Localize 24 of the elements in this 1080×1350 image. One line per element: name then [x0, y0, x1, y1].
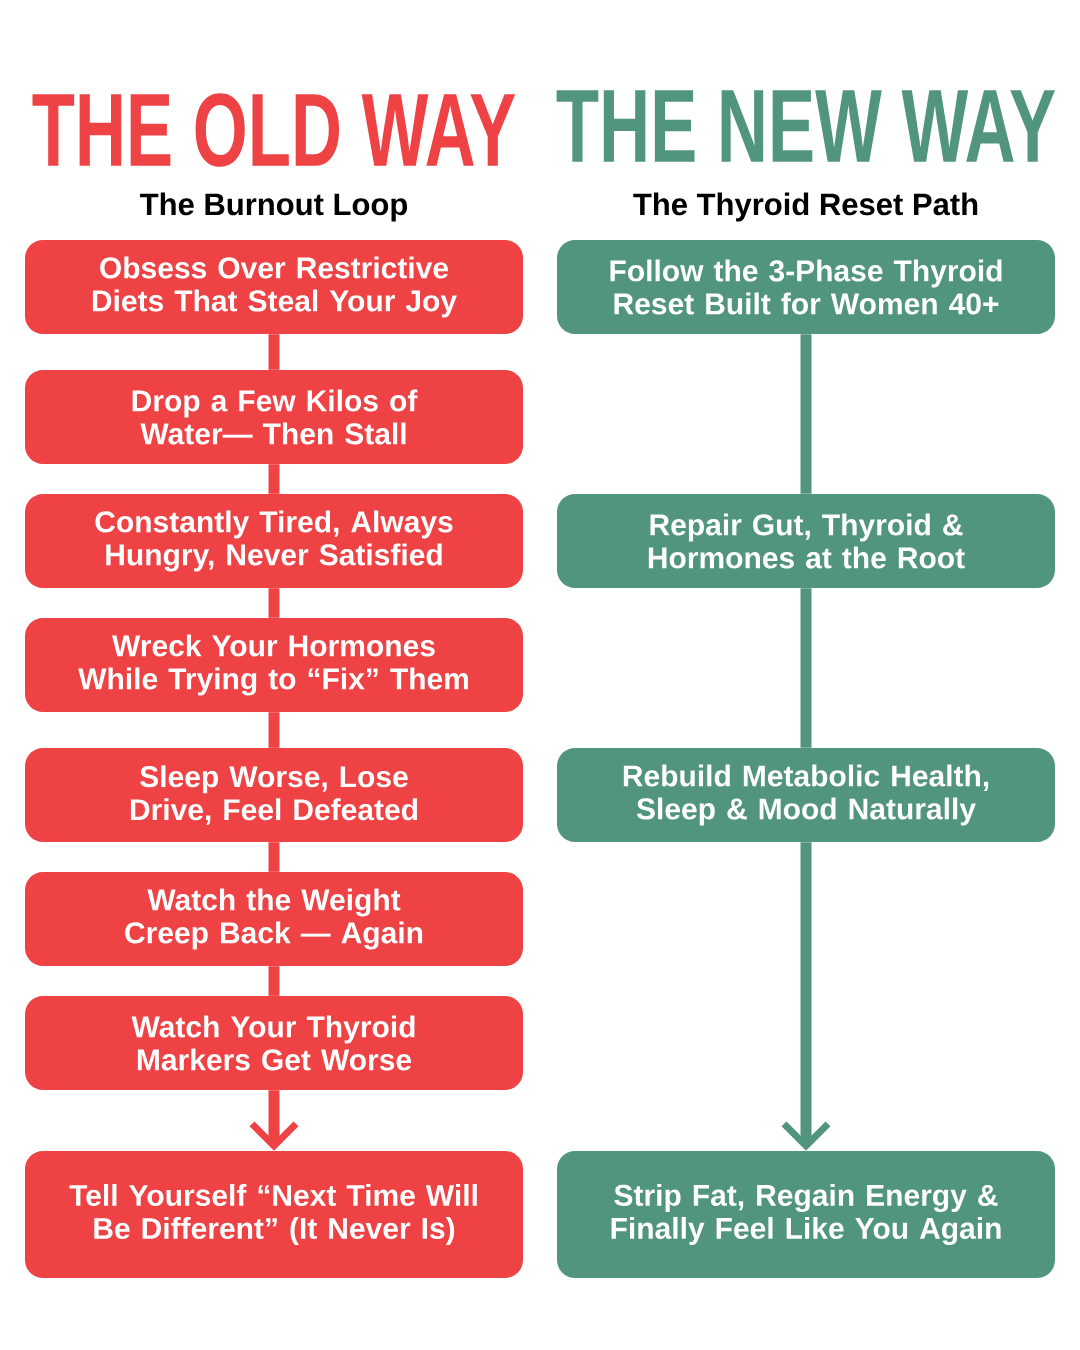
connector-line — [268, 842, 280, 872]
connector-line — [249, 1090, 299, 1151]
connector-line — [781, 842, 831, 1151]
process-box: Strip Fat, Regain Energy & Finally Feel Like You Again — [557, 1151, 1055, 1278]
process-box: Tell Yourself “Next Time Will Be Different” (It Never Is) — [25, 1151, 523, 1278]
process-box: Follow the 3-Phase Thyroid Reset Built for Women 40+ — [557, 240, 1055, 334]
connector-line — [268, 334, 280, 370]
process-box: Watch the Weight Creep Back — Again — [25, 872, 523, 966]
process-box: Drop a Few Kilos of Water— Then Stall — [25, 370, 523, 464]
column-heading: THE OLD WAY — [32, 93, 516, 167]
connector-line — [268, 966, 280, 996]
process-box: Watch Your Thyroid Markers Get Worse — [25, 996, 523, 1090]
connector-line — [268, 588, 280, 618]
process-box: Sleep Worse, Lose Drive, Feel Defeated — [25, 748, 523, 842]
connector-line — [268, 464, 280, 494]
process-box: Obsess Over Restrictive Diets That Steal Your Joy — [25, 240, 523, 334]
process-box: Repair Gut, Thyroid & Hormones at the Root — [557, 494, 1055, 588]
process-box: Wreck Your Hormones While Trying to “Fix” Them — [25, 618, 523, 712]
column-heading: THE NEW WAY — [556, 90, 1056, 162]
process-box: Constantly Tired, Always Hungry, Never Satisfied — [25, 494, 523, 588]
process-box: Rebuild Metabolic Health, Sleep & Mood Naturally — [557, 748, 1055, 842]
connector-line — [800, 334, 812, 494]
connector-line — [800, 588, 812, 748]
connector-line — [268, 712, 280, 748]
